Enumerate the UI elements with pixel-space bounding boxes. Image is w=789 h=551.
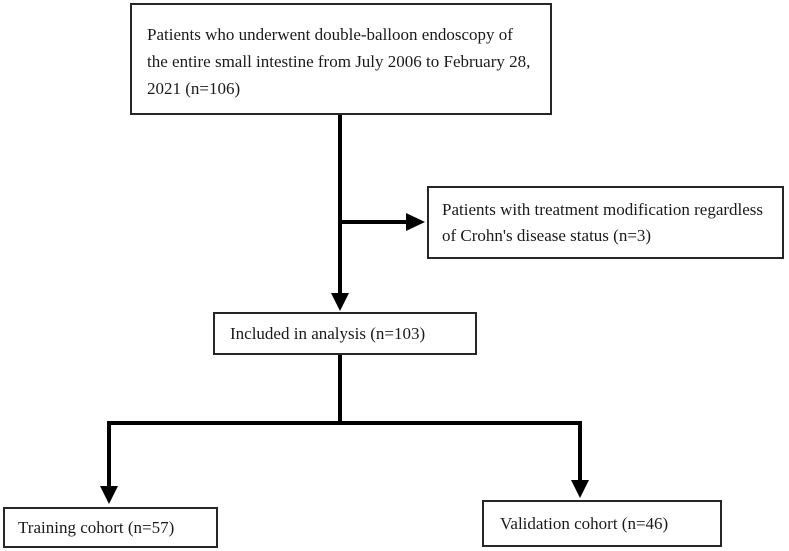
arrowhead-down-training [100,486,118,504]
arrowhead-right-excluded [406,213,425,231]
node-included: Included in analysis (n=103) [213,312,477,355]
node-source-line-2: the entire small intestine from July 200… [147,52,531,71]
node-training-label: Training cohort (n=57) [18,517,175,537]
node-validation: Validation cohort (n=46) [482,500,722,547]
node-excluded-line-2: of Crohn's disease status (n=3) [442,226,652,245]
node-included-label: Included in analysis (n=103) [230,323,426,343]
node-source-line-3: 2021 (n=106) [147,79,241,98]
split-connector [109,355,580,425]
node-source-line-1: Patients who underwent double-balloon en… [147,25,513,44]
node-source: Patients who underwent double-balloon en… [130,3,552,115]
arrowhead-down-included [331,293,349,311]
node-excluded: Patients with treatment modification reg… [427,186,784,259]
arrowhead-down-validation [571,480,589,498]
node-excluded-line-1: Patients with treatment modification reg… [442,200,764,219]
node-training: Training cohort (n=57) [3,507,218,548]
node-validation-label: Validation cohort (n=46) [500,513,669,533]
